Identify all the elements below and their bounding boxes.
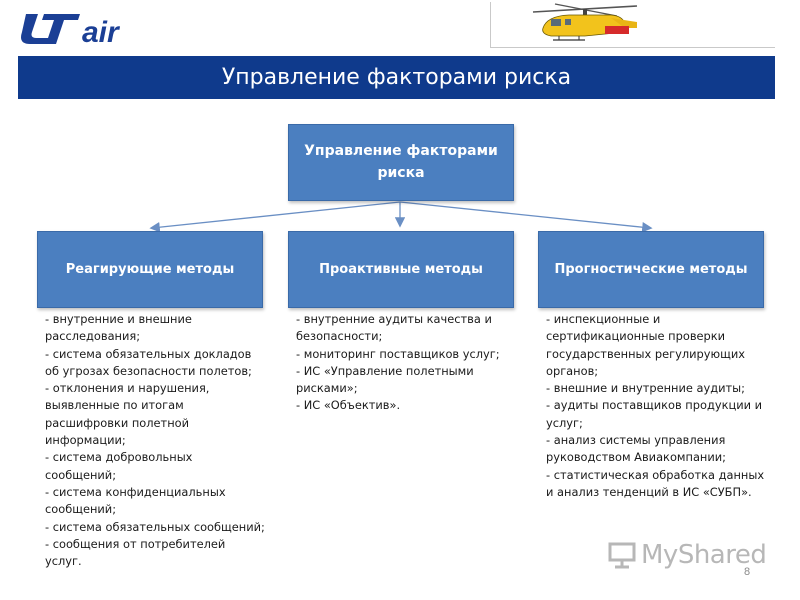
list-item: - мониторинг поставщиков услуг; xyxy=(296,346,500,361)
list-item: - статистическая обработка данных и анал… xyxy=(546,467,765,499)
title-bar: Управление факторами риска xyxy=(18,56,775,99)
list-item: - система добровольных сообщений; xyxy=(45,450,193,482)
predictive-methods-node: Прогностические методы xyxy=(538,231,764,308)
root-node: Управление факторами риска xyxy=(288,124,514,201)
page-number: 8 xyxy=(744,566,751,578)
proactive-methods-label: Проактивные методы xyxy=(319,262,483,277)
list-item: - анализ системы управления руководством… xyxy=(546,433,727,465)
page-title: Управление факторами риска xyxy=(221,65,572,90)
root-node-label: Управление факторами риска xyxy=(304,142,498,181)
proactive-methods-list: - внутренние аудиты качества и безопасно… xyxy=(296,311,516,415)
arrow-to-predictive xyxy=(399,201,653,233)
helicopter-icon xyxy=(525,2,645,48)
presentation-icon xyxy=(608,542,636,569)
reactive-methods-label: Реагирующие методы xyxy=(65,262,235,277)
list-item: - аудиты поставщиков продукции и услуг; xyxy=(546,398,763,430)
utair-logo: air xyxy=(20,8,180,48)
watermark: MyShared xyxy=(607,535,767,575)
list-item: - инспекционные и сертификационные прове… xyxy=(546,312,745,378)
list-item: - ИС «Управление полетными рисками»; xyxy=(296,363,474,396)
watermark-text: MyShared xyxy=(641,540,767,570)
proactive-methods-node: Проактивные методы xyxy=(288,231,514,308)
list-item: - ИС «Объектив». xyxy=(296,398,401,413)
predictive-methods-label: Прогностические методы xyxy=(554,262,748,277)
header-divider-horizontal xyxy=(490,47,775,48)
header-divider-vertical xyxy=(490,2,491,48)
list-item: - отклонения и нарушения, выявленные по … xyxy=(45,381,210,448)
list-item: - система обязательных сообщений; xyxy=(45,519,265,534)
reactive-methods-node: Реагирующие методы xyxy=(37,231,263,308)
list-item: - система конфиденциальных сообщений; xyxy=(45,484,226,517)
predictive-methods-list: - инспекционные и сертификационные прове… xyxy=(546,311,766,501)
list-item: - сообщения от потребителей услуг. xyxy=(45,536,226,569)
list-item: - система обязательных докладов об угроз… xyxy=(45,346,252,378)
utair-logo-graphic: air xyxy=(21,14,121,48)
arrow-to-reactive xyxy=(149,201,401,233)
list-item: - внешние и внутренние аудиты; xyxy=(546,381,745,396)
list-item: - внутренние и внешние расследования; xyxy=(45,312,192,344)
svg-text:air: air xyxy=(82,16,121,48)
list-item: - внутренние аудиты качества и безопасно… xyxy=(296,312,492,344)
reactive-methods-list: - внутренние и внешние расследования; - … xyxy=(45,311,265,570)
